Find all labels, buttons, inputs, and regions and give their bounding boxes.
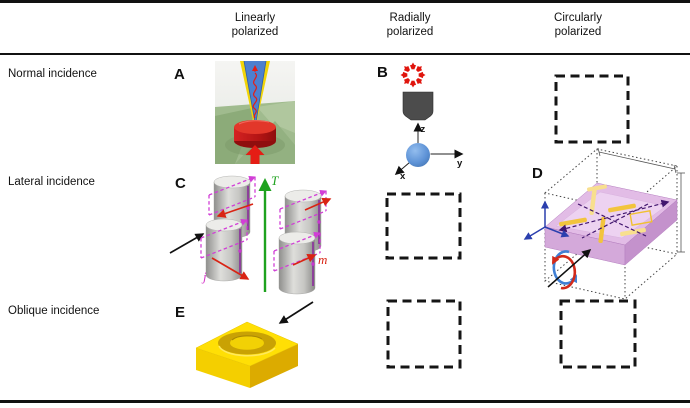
panel-a-illustration bbox=[215, 61, 295, 164]
circular-polarization-icon bbox=[547, 249, 592, 290]
pump-arrow-icon bbox=[245, 145, 265, 164]
panel-c-label: C bbox=[175, 175, 186, 192]
column-header-line2: polarized bbox=[386, 26, 434, 38]
bottom-rule bbox=[0, 400, 690, 403]
header-rule bbox=[0, 53, 690, 55]
column-header-line2: polarized bbox=[231, 26, 279, 38]
panel-b-illustration: z y x bbox=[394, 62, 464, 182]
magnetic-moment-arrows bbox=[211, 197, 332, 280]
column-header-line1: Radially bbox=[389, 12, 431, 24]
nanocylinder bbox=[205, 218, 243, 282]
axis-z-label: z bbox=[421, 124, 426, 135]
nanosphere bbox=[406, 143, 430, 167]
magnetic-moment-label: m bbox=[318, 252, 327, 267]
axis-y-label: y bbox=[457, 158, 463, 169]
top-rule bbox=[0, 0, 690, 3]
column-header-line1: Circularly bbox=[554, 12, 602, 24]
row-label-lateral-incidence: Lateral incidence bbox=[8, 176, 95, 188]
light-wave-squiggle-icon bbox=[252, 65, 258, 119]
placeholder-box-radial-lateral bbox=[385, 192, 462, 260]
column-header-linearly: Linearly polarized bbox=[200, 11, 310, 39]
incidence-arrow-icon bbox=[169, 233, 205, 254]
panel-c-illustration: T j m bbox=[169, 173, 332, 295]
radial-polarization-icon bbox=[400, 62, 426, 88]
placeholder-box-radial-oblique bbox=[386, 299, 462, 369]
toroidal-moment-label: T bbox=[271, 173, 279, 188]
ring-groove-block bbox=[195, 321, 299, 388]
row-label-oblique-incidence: Oblique incidence bbox=[8, 305, 100, 317]
slab-axes bbox=[523, 200, 570, 240]
panel-d-label: D bbox=[532, 165, 543, 182]
panel-e-illustration bbox=[195, 301, 314, 388]
current-label: j bbox=[201, 269, 207, 284]
column-header-radially: Radially polarized bbox=[355, 11, 465, 39]
dimension-lines bbox=[597, 147, 685, 253]
row-label-normal-incidence: Normal incidence bbox=[8, 68, 97, 80]
incidence-arrow-icon bbox=[278, 301, 314, 324]
red-nanodisk bbox=[234, 120, 276, 148]
column-header-line2: polarized bbox=[554, 26, 602, 38]
column-header-circularly: Circularly polarized bbox=[523, 11, 633, 39]
placeholder-box-circular-oblique bbox=[559, 299, 637, 369]
placeholder-box-circular-normal bbox=[554, 74, 630, 144]
panel-e-label: E bbox=[175, 304, 186, 321]
column-header-line1: Linearly bbox=[234, 12, 276, 24]
panel-b-label: B bbox=[377, 64, 388, 81]
nanocylinder bbox=[278, 231, 316, 295]
current-loop-dashes bbox=[200, 218, 321, 272]
axis-x-label: x bbox=[400, 171, 406, 182]
dipole-arrows bbox=[558, 199, 670, 239]
objective-lens-icon bbox=[402, 91, 434, 121]
panel-a-label: A bbox=[174, 66, 185, 83]
panel-d-illustration bbox=[523, 147, 685, 300]
coordinate-axes: z y x bbox=[394, 122, 464, 182]
